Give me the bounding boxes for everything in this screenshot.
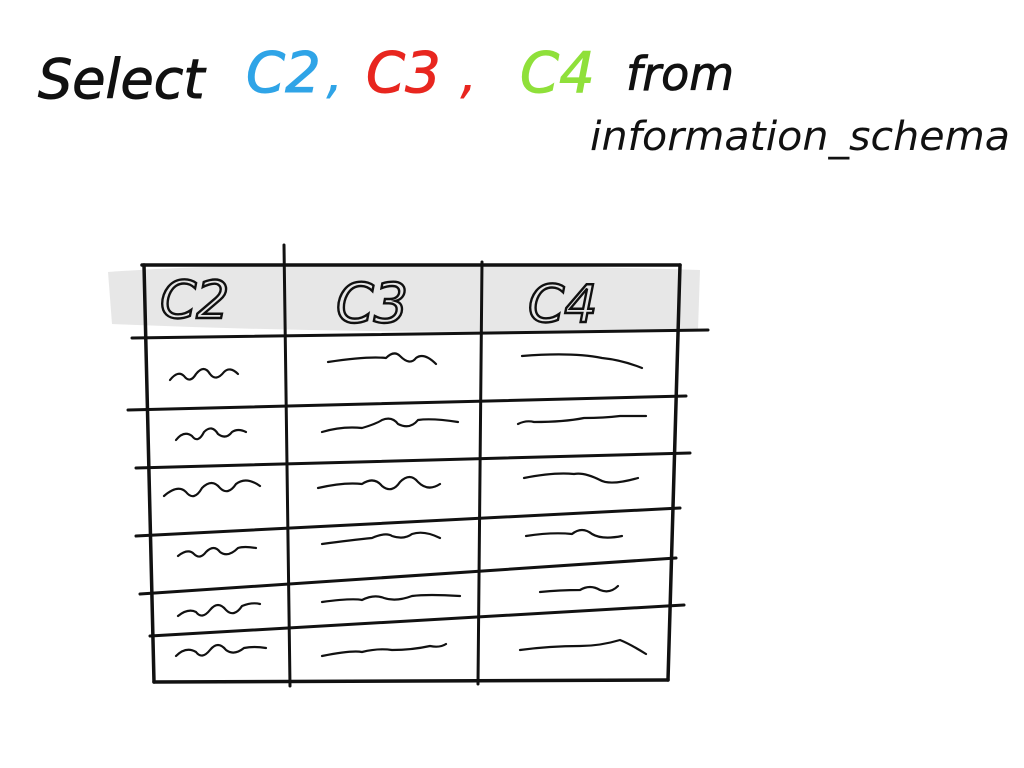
table-row-lines (126, 328, 710, 638)
table-cell-scribbles (162, 352, 648, 658)
table-cell-scribble (520, 353, 644, 370)
table-cell-scribble (174, 643, 268, 658)
table-cell-scribble (320, 417, 460, 434)
query-comma-2: , (460, 41, 478, 106)
table-header-background (108, 264, 700, 332)
table-header-c3: C3 (336, 272, 408, 335)
query-keyword-from: from (626, 47, 734, 101)
query-table-name: information_schema (590, 114, 1010, 160)
table-cell-scribble (174, 427, 248, 442)
table-cell-scribble (522, 472, 640, 484)
table-cell-scribble (316, 475, 442, 491)
table-cell-scribble (176, 545, 258, 558)
result-table: C2 C3 C4 (108, 243, 710, 688)
table-cell-scribble (168, 367, 240, 382)
table-cell-scribble (162, 479, 262, 498)
table-border (140, 263, 682, 684)
query-keyword-select: Select (38, 48, 206, 111)
query-comma-1: , (326, 41, 344, 106)
table-cell-scribble (518, 638, 648, 656)
table-cell-scribble (326, 352, 438, 366)
query-column-c3: C3 (366, 41, 441, 106)
query-column-c2: C2 (246, 41, 321, 106)
table-cell-scribble (516, 414, 648, 426)
table-header-row: C2 C3 C4 (159, 270, 599, 336)
query-line-1: Select C2 , C3 , C4 from (38, 41, 735, 112)
table-header-c2: C2 (160, 271, 229, 331)
table-cell-scribble (176, 602, 262, 618)
query-column-c4: C4 (520, 41, 595, 106)
table-cell-scribble (320, 593, 462, 604)
table-cell-scribble (538, 584, 620, 594)
table-cell-scribble (320, 642, 448, 658)
table-header-c4: C4 (528, 275, 597, 335)
table-cell-scribble (320, 531, 442, 546)
table-cell-scribble (524, 528, 624, 539)
